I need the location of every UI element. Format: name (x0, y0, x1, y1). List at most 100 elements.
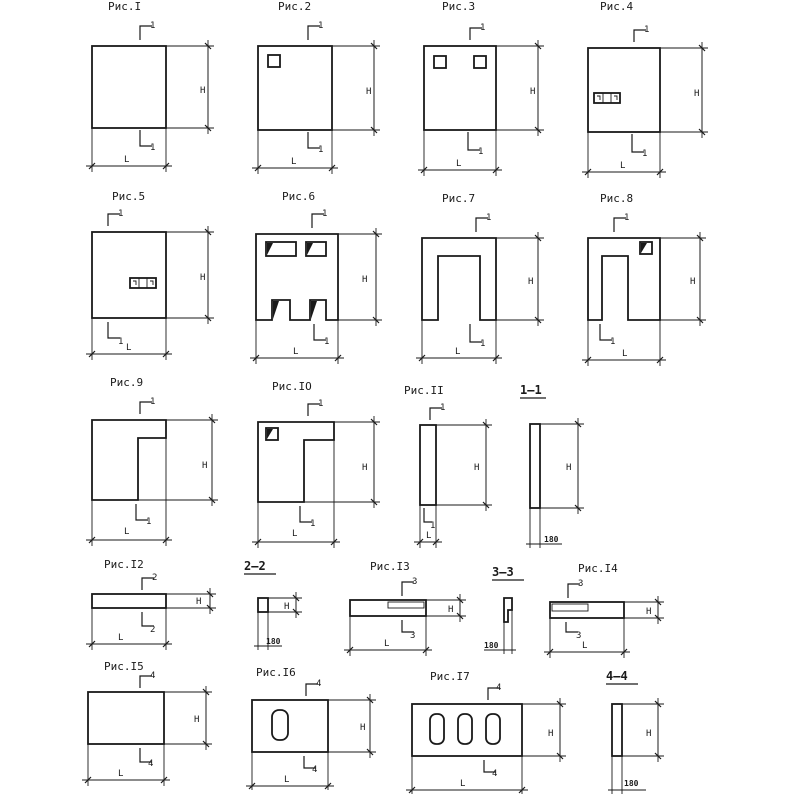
figure-4: Рис.4 1 1 H L (582, 0, 708, 178)
section-mark-label: 3 (410, 631, 415, 641)
section-mark-label: 1 (150, 143, 155, 153)
height-dimension: H (624, 596, 664, 624)
figure-caption: Рис.3 (442, 0, 475, 13)
height-label: H (284, 602, 289, 612)
panel-outline (587, 237, 661, 321)
height-label: H (646, 607, 651, 617)
length-label: L (124, 527, 129, 537)
length-dimension: L (544, 618, 630, 658)
section-mark-label: 1 (310, 519, 315, 529)
section-profile (257, 597, 269, 613)
section-mark-bottom: 1 (135, 504, 151, 527)
height-dimension: H (164, 686, 212, 750)
section-mark-top: 1 (311, 209, 327, 228)
figure-14: Рис.I4 3 3 H L (544, 562, 664, 658)
figure-1: Рис.I 1 1 H L (86, 0, 214, 172)
window-opening (267, 54, 281, 68)
section-mark-top: 4 (487, 683, 501, 700)
figure-caption: Рис.6 (282, 190, 315, 203)
panel-outline (91, 231, 167, 319)
figure-caption: Рис.I5 (104, 660, 144, 673)
height-label: H (528, 277, 533, 287)
window-opening (265, 241, 297, 257)
section-profile (529, 423, 541, 509)
window-shading (267, 243, 273, 255)
section-mark-top: 3 (567, 579, 583, 598)
height-label: H (200, 273, 205, 283)
height-dimension: H (496, 232, 544, 326)
section-mark-label: 1 (118, 209, 123, 219)
height-dimension: H (166, 226, 214, 324)
section-2-2: 2—2 H 180 (244, 559, 302, 650)
section-mark-top: 1 (429, 403, 445, 420)
height-dimension: H (268, 592, 302, 618)
section-mark-bottom: 4 (303, 756, 317, 775)
thickness-dimension: 180 (526, 508, 562, 548)
section-mark-label: 1 (610, 337, 615, 347)
height-dimension: H (660, 232, 706, 326)
length-label: L (455, 347, 460, 357)
section-mark-label: 2 (150, 625, 155, 635)
section-mark-label: 1 (478, 147, 483, 157)
length-dimension: L (406, 756, 528, 794)
section-mark-top: 1 (139, 21, 155, 40)
length-label: L (126, 343, 131, 353)
section-mark-label: 4 (492, 769, 497, 779)
length-dimension: L (86, 318, 172, 360)
panel-outline (251, 699, 329, 753)
section-mark-label: 1 (318, 399, 323, 409)
figure-9: Рис.9 1 1 H L (86, 376, 218, 546)
rebate-step (387, 601, 425, 609)
figure-2: Рис.2 1 1 H L (252, 0, 380, 174)
section-mark-label: 1 (324, 337, 329, 347)
length-dimension: L (82, 744, 170, 786)
section-profile (611, 703, 623, 757)
length-dimension: L (344, 616, 432, 656)
section-title: 3—3 (492, 565, 514, 579)
figure-6: Рис.6 1 1 H L (250, 190, 382, 364)
length-label: L (118, 633, 123, 643)
section-mark-label: 1 (318, 145, 323, 155)
window-opening (433, 55, 447, 69)
height-dimension: H (166, 588, 216, 614)
length-label: L (622, 349, 627, 359)
height-label: H (202, 461, 207, 471)
section-mark-bottom: 1 (599, 324, 615, 347)
figure-caption: Рис.I7 (430, 670, 470, 683)
panel-outline (421, 237, 497, 321)
section-mark-label: 4 (312, 765, 317, 775)
height-label: H (362, 463, 367, 473)
height-dimension: H (138, 414, 218, 506)
height-dimension: H (332, 40, 380, 136)
figure-11: Рис.II 1 1 H L (404, 384, 492, 548)
figure-7: Рис.7 1 1 H L (416, 192, 544, 364)
length-dimension: L (250, 320, 344, 364)
door-shading (273, 301, 279, 319)
section-mark-label: 1 (480, 339, 485, 349)
panel-outline (549, 601, 625, 619)
figure-caption: Рис.I3 (370, 560, 410, 573)
figure-caption: Рис.5 (112, 190, 145, 203)
rebate-step (551, 603, 589, 612)
section-mark-top: 4 (139, 671, 155, 688)
section-mark-bottom: 1 (469, 324, 485, 349)
section-mark-top: 1 (633, 25, 649, 42)
section-mark-label: 1 (430, 521, 435, 531)
vent-block-ribs (133, 278, 154, 288)
height-dimension: H (540, 418, 584, 514)
length-dimension: L (418, 130, 502, 176)
length-dimension: L (246, 752, 334, 790)
length-label: L (118, 769, 123, 779)
section-mark-label: 1 (118, 337, 123, 347)
section-mark-bottom: 1 (423, 508, 435, 531)
section-mark-bottom: 1 (139, 130, 155, 153)
height-label: H (448, 605, 453, 615)
figure-caption: Рис.IO (272, 380, 312, 393)
figure-caption: Рис.I6 (256, 666, 296, 679)
length-label: L (292, 529, 297, 539)
height-dimension: H (304, 416, 380, 508)
thickness-label: 180 (624, 779, 639, 788)
length-label: L (620, 161, 625, 171)
section-title: 2—2 (244, 559, 266, 573)
section-mark-label: 1 (486, 213, 491, 223)
